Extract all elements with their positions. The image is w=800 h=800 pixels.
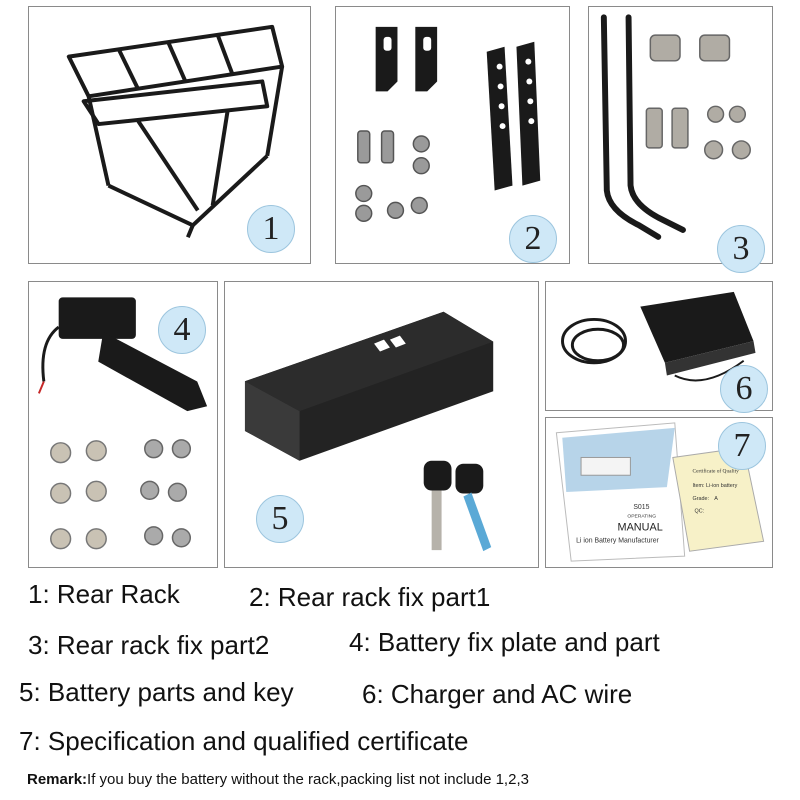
- caption-rear-rack-fix-part2: 3: Rear rack fix part2: [28, 630, 270, 660]
- panel-number-badge: 4: [158, 306, 206, 354]
- panel-number-badge: 1: [247, 205, 295, 253]
- caption-battery-parts-key: 5: Battery parts and key: [19, 677, 294, 707]
- certificate-title: Certificate of Quality: [693, 467, 740, 474]
- certificate-qc: QC:: [695, 509, 705, 515]
- remark-label: Remark:: [27, 771, 88, 788]
- certificate-item: Item: Li-ion battery: [693, 483, 738, 489]
- fix-part1-image: [355, 26, 541, 223]
- panel-number-badge: 2: [509, 215, 557, 263]
- manual-code: S015: [633, 504, 649, 511]
- panel-battery-and-key: 5: [224, 281, 539, 568]
- caption-charger-ac-wire: 6: Charger and AC wire: [362, 679, 633, 709]
- battery-and-key-image: [244, 311, 494, 552]
- panel-battery-fix-plate: 4: [28, 281, 218, 568]
- panel-number-badge: 3: [717, 225, 765, 273]
- manual-footer: Li ion Battery Manufacturer: [576, 537, 659, 544]
- fix-part2-image: [600, 14, 751, 240]
- panel-number-badge: 7: [718, 422, 766, 470]
- caption-battery-fix-plate: 4: Battery fix plate and part: [349, 627, 660, 657]
- manual-and-certificate-image: S015 OPERATING MANUAL Li ion Battery Man…: [555, 422, 765, 562]
- certificate-grade: Grade:: [693, 496, 710, 502]
- rear-rack-image: [66, 24, 285, 238]
- certificate-grade-value: A: [714, 496, 718, 502]
- panel-rear-rack-fix-part1: 2: [335, 6, 570, 264]
- panel-number-badge: 6: [720, 365, 768, 413]
- battery-fix-plate-image: [37, 297, 208, 550]
- panel-number-badge: 5: [256, 495, 304, 543]
- remark-note: Remark:If you buy the battery without th…: [27, 771, 529, 788]
- caption-rear-rack: 1: Rear Rack: [28, 579, 180, 609]
- panel-rear-rack: 1: [28, 6, 311, 264]
- caption-rear-rack-fix-part1: 2: Rear rack fix part1: [249, 582, 491, 612]
- charger-image: [561, 291, 756, 382]
- remark-text: If you buy the battery without the rack,…: [87, 771, 529, 788]
- panel-specification-certificate: S015 OPERATING MANUAL Li ion Battery Man…: [545, 417, 773, 568]
- manual-subtitle: OPERATING: [627, 514, 656, 520]
- caption-specification-certificate: 7: Specification and qualified certifica…: [19, 726, 469, 756]
- manual-title: MANUAL: [618, 521, 663, 533]
- panel-rear-rack-fix-part2: 3: [588, 6, 773, 273]
- panel-charger-ac-wire: 6: [545, 281, 773, 413]
